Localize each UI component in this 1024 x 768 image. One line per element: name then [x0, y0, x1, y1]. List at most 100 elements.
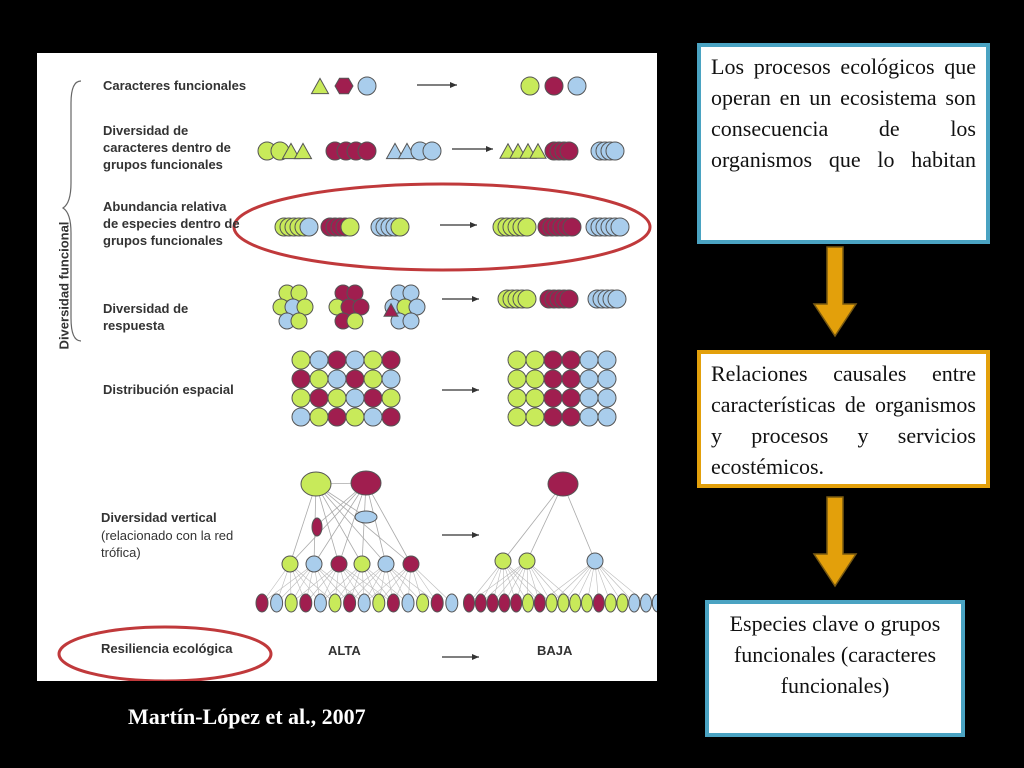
key-species-text: Especies clave o grupos funcionales (car… — [729, 611, 941, 698]
row-arrow-head — [470, 222, 477, 228]
circle-glyph — [381, 388, 401, 408]
row-arrow-head — [450, 82, 457, 88]
row-sublabel-trophic-web: (relacionado con la red trófica) — [101, 528, 234, 560]
circle-glyph — [543, 407, 563, 427]
circle-glyph — [422, 141, 442, 161]
connector-line — [526, 560, 564, 604]
ellipse-glyph — [299, 593, 313, 613]
ellipse-glyph — [547, 471, 579, 497]
triangle-glyph — [383, 302, 399, 317]
circle-glyph — [305, 555, 323, 573]
axis-title-functional-diversity: Diversidad funcional — [56, 221, 72, 350]
connector-line — [526, 483, 564, 562]
key-species-box: Especies clave o grupos funcionales (car… — [705, 600, 965, 737]
ellipse-glyph — [284, 593, 298, 613]
circle-glyph — [605, 141, 625, 161]
circle-glyph — [561, 407, 581, 427]
connector-line — [334, 563, 387, 604]
connector-line — [502, 483, 564, 562]
causal-relations-text: Relaciones causales entre característica… — [711, 361, 976, 479]
ellipse-glyph — [581, 593, 593, 613]
circle-glyph — [579, 369, 599, 389]
ellipse-glyph — [350, 470, 382, 496]
connector-line — [305, 563, 340, 604]
circle-glyph — [345, 407, 365, 427]
circle-glyph — [299, 217, 319, 237]
connector-line — [364, 563, 412, 604]
circle-glyph — [597, 369, 617, 389]
circle-glyph — [353, 555, 371, 573]
row-arrow-head — [472, 296, 479, 302]
connector-line — [276, 563, 315, 604]
brace-shape — [61, 80, 82, 342]
circle-glyph — [291, 407, 311, 427]
circle-glyph — [543, 388, 563, 408]
ellipse-glyph — [640, 593, 652, 613]
highlight-ring — [232, 182, 652, 272]
circle-glyph — [544, 76, 564, 96]
down-arrow-icon — [812, 246, 858, 338]
circle-glyph — [363, 350, 383, 370]
resilience-label: Resiliencia ecológica — [101, 641, 233, 656]
circle-glyph — [291, 369, 311, 389]
figure-graphics — [57, 76, 657, 681]
circle-glyph — [281, 555, 299, 573]
connector-line — [365, 482, 387, 565]
circle-glyph — [291, 388, 311, 408]
ellipse-glyph — [313, 593, 327, 613]
circle-glyph — [309, 388, 329, 408]
ecological-processes-text: Los procesos ecológicos que operan en un… — [711, 54, 976, 172]
ellipse-glyph — [328, 593, 342, 613]
down-arrow-icon — [812, 496, 858, 588]
ellipse-glyph — [445, 593, 459, 613]
row-arrow-head — [472, 654, 479, 660]
circle-glyph — [309, 407, 329, 427]
circle-glyph — [390, 217, 410, 237]
ellipse-glyph — [486, 593, 499, 613]
ellipse-glyph — [386, 593, 400, 613]
connector-line — [261, 563, 315, 604]
circle-glyph — [327, 369, 347, 389]
row-label-relative-abundance: Abundancia relativa de especies dentro d… — [103, 199, 240, 248]
circle-glyph — [507, 350, 527, 370]
ellipse-glyph — [354, 510, 378, 524]
circle-glyph — [363, 407, 383, 427]
ellipse-glyph — [545, 593, 558, 613]
connector-line — [551, 560, 596, 604]
row-label-trait-diversity: Diversidad de caracteres dentro de grupo… — [103, 123, 231, 172]
circle-glyph — [291, 350, 311, 370]
circle-glyph — [597, 350, 617, 370]
row-label-response-diversity: Diversidad de respuesta — [103, 301, 189, 333]
circle-glyph — [597, 407, 617, 427]
ellipse-glyph — [416, 593, 430, 613]
ellipse-glyph — [401, 593, 415, 613]
circle-glyph — [561, 369, 581, 389]
circle-glyph — [562, 217, 582, 237]
circle-glyph — [586, 552, 604, 570]
connector-line — [361, 482, 367, 565]
circle-glyph — [402, 555, 420, 573]
connector-line — [492, 560, 528, 604]
ellipse-glyph — [616, 593, 629, 613]
connector-line — [361, 563, 409, 604]
circle-glyph — [559, 141, 579, 161]
circle-glyph — [357, 76, 377, 96]
circle-glyph — [543, 350, 563, 370]
triangle-glyph — [385, 142, 405, 160]
circle-glyph — [507, 369, 527, 389]
circle-glyph — [290, 312, 308, 330]
connector-line — [562, 483, 596, 562]
ellipse-glyph — [430, 593, 444, 613]
circle-glyph — [309, 369, 329, 389]
ellipse-glyph — [651, 593, 657, 613]
connector-line — [289, 482, 367, 565]
circle-glyph — [346, 312, 364, 330]
connector-line — [365, 482, 412, 565]
resilience-low: BAJA — [537, 643, 573, 658]
circle-glyph — [327, 350, 347, 370]
connector-line — [289, 483, 317, 565]
circle-glyph — [579, 388, 599, 408]
connector-line — [320, 563, 363, 604]
resilience-high: ALTA — [328, 643, 361, 658]
ellipse-glyph — [357, 593, 371, 613]
